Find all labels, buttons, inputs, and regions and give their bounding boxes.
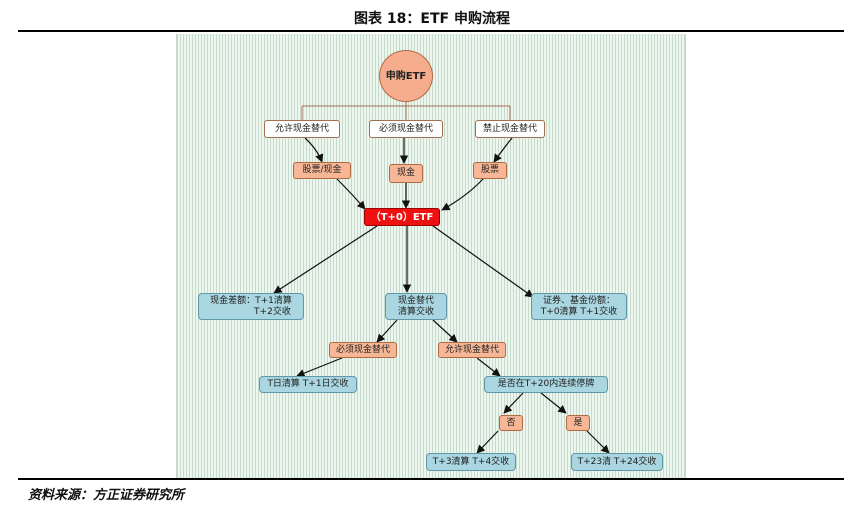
payment-stock: 股票 <box>473 162 507 179</box>
sub-must-cash-substitution: 必须现金替代 <box>329 342 397 358</box>
outcome-cash-difference: 现金差额：T+1清算 T+2交收 <box>198 293 304 320</box>
bottom-rule <box>18 478 844 480</box>
method-must-cash-substitution: 必须现金替代 <box>369 120 443 138</box>
edge-stock-to-center <box>441 178 484 211</box>
edge-stockcash-to-center <box>336 178 366 210</box>
edge-middle-to-must <box>376 319 398 343</box>
payment-cash: 现金 <box>389 164 423 183</box>
edge-must-to-result <box>296 357 343 378</box>
outcome-securities-fund-shares: 证券、基金份额： T+0清算 T+1交收 <box>531 293 627 320</box>
sub-allow-cash-substitution: 允许现金替代 <box>438 342 506 358</box>
connector-layer <box>273 102 610 454</box>
outcome-cash-substitution-settlement: 现金替代 清算交收 <box>385 293 447 320</box>
answer-yes: 是 <box>566 415 590 431</box>
edge-middle-to-allow <box>432 319 458 343</box>
top-rule <box>18 30 844 32</box>
edge-prohibit-to-payment <box>493 137 513 163</box>
method-allow-cash-substitution: 允许现金替代 <box>264 120 340 138</box>
result-t23-settlement: T+23清 T+24交收 <box>571 453 663 471</box>
edge-question-to-yes <box>540 392 567 414</box>
question-t20-suspension: 是否在T+20内连续停牌 <box>484 376 608 393</box>
edge-center-to-left <box>273 225 378 294</box>
edge-question-to-no <box>503 392 524 414</box>
result-t-day-settlement: T日清算 T+1日交收 <box>259 376 357 393</box>
payment-stock-cash: 股票/现金 <box>293 162 351 179</box>
result-t3-settlement: T+3清算 T+4交收 <box>426 453 516 471</box>
source-note: 资料来源：方正证券研究所 <box>28 488 185 503</box>
diagram-panel: 申购ETF 允许现金替代 必须现金替代 禁止现金替代 股票/现金 现金 股票 （… <box>176 34 686 478</box>
edge-center-to-right <box>432 225 534 298</box>
edge-allow-to-question <box>476 357 501 377</box>
root-branch-lines <box>301 102 511 120</box>
center-node-t0-etf: （T+0）ETF <box>364 208 440 226</box>
answer-no: 否 <box>499 415 523 431</box>
figure-title: 图表 18：ETF 申购流程 <box>354 11 510 27</box>
root-node: 申购ETF <box>379 50 433 102</box>
edge-allow-to-payment <box>304 137 324 163</box>
edge-no-to-result <box>476 430 499 454</box>
edge-yes-to-result <box>586 430 610 454</box>
method-prohibit-cash-substitution: 禁止现金替代 <box>475 120 545 138</box>
